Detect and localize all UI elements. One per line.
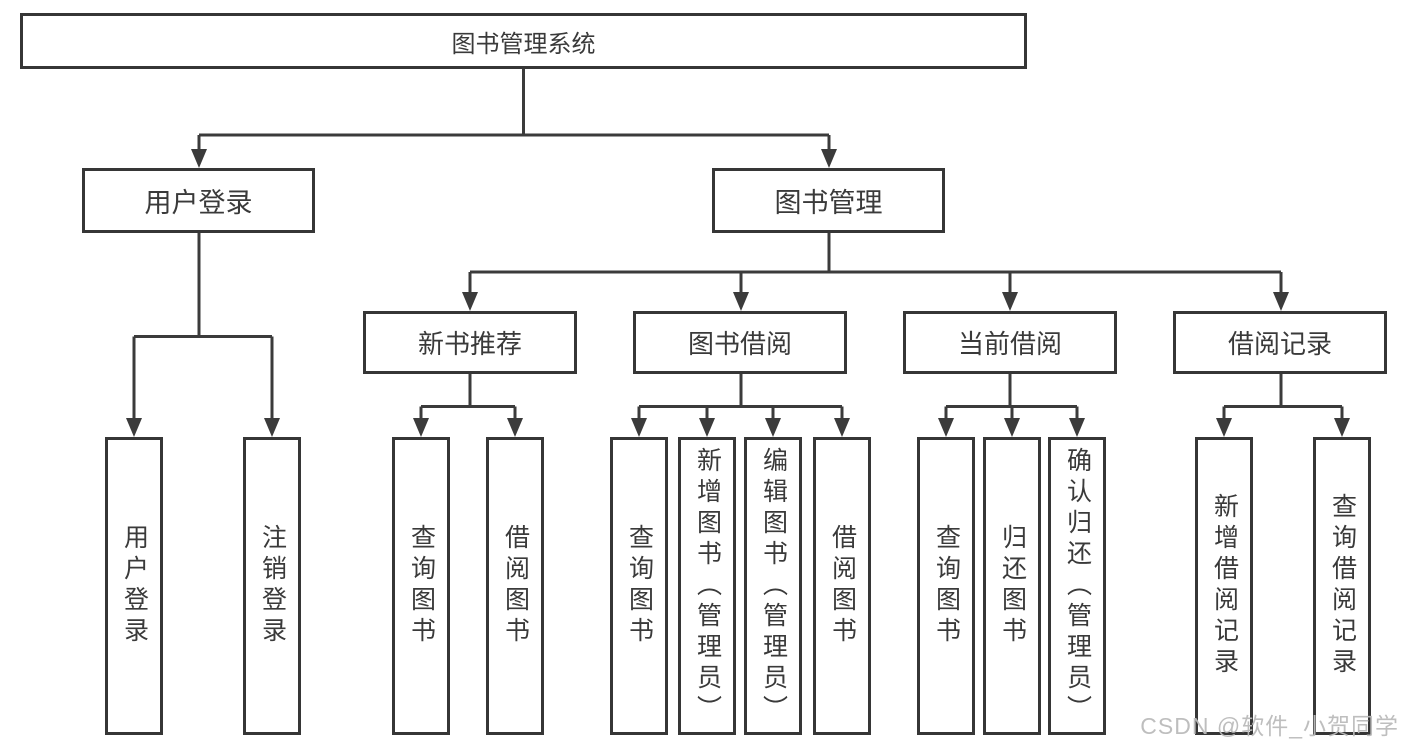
node-user-login-label: 用户登录 — [144, 188, 253, 218]
node-new-book-recommendation-label: 新书推荐 — [417, 329, 522, 359]
leaf-edit-book-admin: 编辑图书（管理员） — [744, 437, 802, 735]
arrow-leaf-query-books-2 — [631, 418, 647, 437]
leaf-return-book: 归还图书 — [983, 437, 1041, 735]
arrow-leaf-return-book — [1004, 418, 1020, 437]
arrow-leaf-logout — [264, 418, 280, 437]
arrowheads — [126, 149, 1350, 437]
leaf-logout: 注销登录 — [243, 437, 301, 735]
node-library-system: 图书管理系统 — [20, 13, 1027, 69]
arrow-leaf-edit-book — [765, 418, 781, 437]
leaf-confirm-return-admin-label: 确认归还（管理员） — [1063, 446, 1092, 726]
leaf-borrow-books-2-label: 借阅图书 — [828, 524, 857, 648]
leaf-query-books-1: 查询图书 — [392, 437, 450, 735]
leaf-edit-book-admin-label: 编辑图书（管理员） — [759, 446, 788, 726]
arrow-user-login — [191, 149, 207, 168]
leaf-query-books-3-label: 查询图书 — [932, 524, 961, 648]
leaf-query-books-3: 查询图书 — [917, 437, 975, 735]
arrow-leaf-confirm-return — [1069, 418, 1085, 437]
arrow-book-management — [821, 149, 837, 168]
node-current-borrowing-label: 当前借阅 — [957, 329, 1062, 359]
csdn-watermark: CSDN @软件_小贺同学 — [1140, 713, 1399, 739]
leaf-borrow-books-2: 借阅图书 — [813, 437, 871, 735]
arrow-leaf-borrow-books-2 — [834, 418, 850, 437]
arrow-borrow-records — [1273, 292, 1289, 311]
leaf-borrow-books-1-label: 借阅图书 — [501, 524, 530, 648]
leaf-add-book-admin: 新增图书（管理员） — [678, 437, 736, 735]
leaf-query-borrow-record-label: 查询借阅记录 — [1328, 493, 1357, 679]
node-book-management-label: 图书管理 — [774, 188, 883, 218]
arrow-leaf-add-book — [699, 418, 715, 437]
node-book-borrowing: 图书借阅 — [633, 311, 847, 374]
leaf-user-login-label: 用户登录 — [120, 524, 149, 648]
leaf-add-borrow-record-label: 新增借阅记录 — [1210, 493, 1239, 679]
leaf-user-login: 用户登录 — [105, 437, 163, 735]
leaf-return-book-label: 归还图书 — [998, 524, 1027, 648]
node-borrow-records: 借阅记录 — [1173, 311, 1387, 374]
arrow-leaf-add-borrow-record — [1216, 418, 1232, 437]
arrow-leaf-query-books-3 — [938, 418, 954, 437]
node-user-login: 用户登录 — [82, 168, 315, 233]
arrow-leaf-user-login — [126, 418, 142, 437]
arrow-new-book-recommendation — [462, 292, 478, 311]
leaf-add-borrow-record: 新增借阅记录 — [1195, 437, 1253, 735]
arrow-book-borrowing — [733, 292, 749, 311]
leaf-add-book-admin-label: 新增图书（管理员） — [693, 446, 722, 726]
node-borrow-records-label: 借阅记录 — [1227, 329, 1332, 359]
arrow-leaf-borrow-books-1 — [507, 418, 523, 437]
arrow-current-borrowing — [1002, 292, 1018, 311]
node-book-management: 图书管理 — [712, 168, 945, 233]
node-new-book-recommendation: 新书推荐 — [363, 311, 577, 374]
node-library-system-label: 图书管理系统 — [451, 30, 596, 58]
node-book-borrowing-label: 图书借阅 — [687, 329, 792, 359]
leaf-query-books-2: 查询图书 — [610, 437, 668, 735]
node-current-borrowing: 当前借阅 — [903, 311, 1117, 374]
arrow-leaf-query-borrow-record — [1334, 418, 1350, 437]
leaf-confirm-return-admin: 确认归还（管理员） — [1048, 437, 1106, 735]
leaf-query-books-1-label: 查询图书 — [407, 524, 436, 648]
arrow-leaf-query-books-1 — [413, 418, 429, 437]
leaf-query-borrow-record: 查询借阅记录 — [1313, 437, 1371, 735]
leaf-borrow-books-1: 借阅图书 — [486, 437, 544, 735]
leaf-query-books-2-label: 查询图书 — [625, 524, 654, 648]
leaf-logout-label: 注销登录 — [258, 524, 287, 648]
